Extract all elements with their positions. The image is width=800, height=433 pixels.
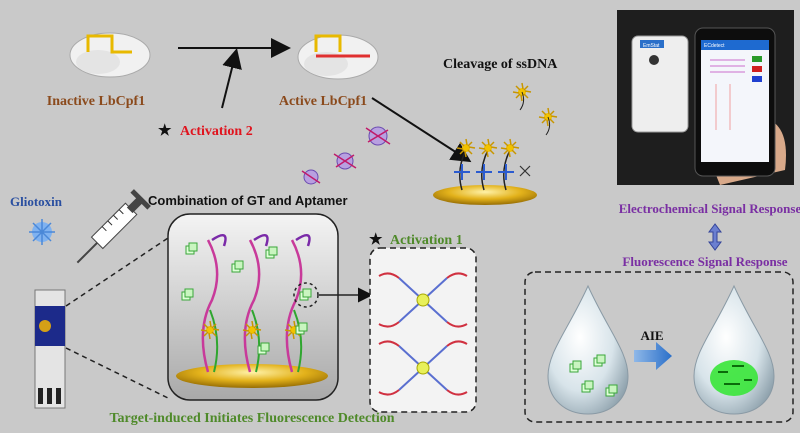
target-induced-label: Target-induced Initiates Fluorescence De… (109, 411, 394, 426)
combination-label: Combination of GT and Aptamer (148, 193, 348, 208)
inactive-lbcpf1-protein-icon (69, 32, 151, 78)
activation2-star-icon: ★ (158, 123, 172, 139)
aie-arrow-icon (634, 342, 672, 370)
active-lbcpf1-label: Active LbCpf1 (279, 94, 367, 109)
virus-icon (29, 219, 55, 245)
aie-comparison-box (524, 271, 794, 423)
reader-brand-label: EmStat (643, 43, 660, 49)
cleavage-arrow (371, 97, 472, 163)
inactive-lbcpf1-label: Inactive LbCpf1 (47, 94, 145, 109)
complex-zoom-box (369, 247, 477, 413)
electrochemical-response-label: Electrochemical Signal Response (619, 201, 800, 216)
crrna-complexes-icon (301, 126, 391, 185)
cleavage-label: Cleavage of ssDNA (443, 57, 558, 72)
syringe-icon (76, 189, 151, 264)
gliotoxin-label: Gliotoxin (10, 194, 63, 209)
aptamer-electrode-box (167, 213, 339, 401)
droplet-icon (547, 284, 629, 415)
double-arrow-icon (708, 223, 722, 251)
activation1-star-icon: ★ (369, 232, 383, 248)
reporter-electrode-icon (433, 82, 558, 205)
phone-screen-title: ECdetect (704, 43, 725, 49)
device-photo (617, 10, 794, 185)
activation2-label: Activation 2 (180, 124, 253, 139)
fluorescence-response-label: Fluorescence Signal Response (622, 254, 787, 269)
aie-label: AIE (640, 328, 663, 343)
activation2-arrow (221, 48, 242, 109)
active-lbcpf1-protein-icon (297, 34, 379, 80)
electrode-strip-icon (34, 289, 66, 409)
potentiostat-reader-icon (631, 35, 689, 133)
activation1-label: Activation 1 (390, 233, 463, 248)
